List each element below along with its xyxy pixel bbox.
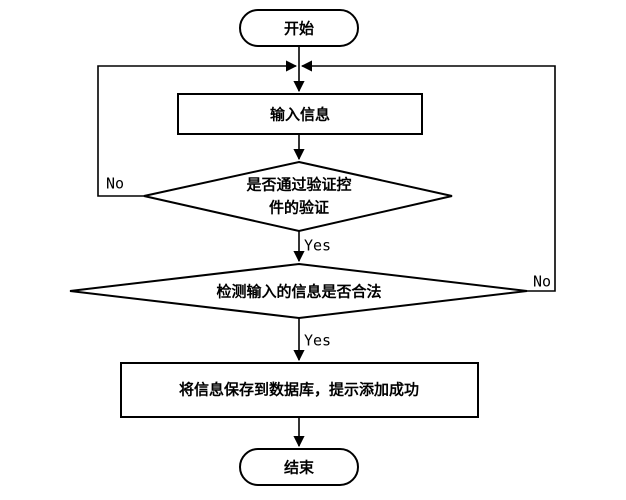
legality-yes-label: Yes — [304, 332, 331, 350]
legality-no-label: No — [533, 273, 551, 291]
validation-yes-label: Yes — [304, 237, 331, 255]
validation-decision — [143, 160, 453, 233]
validation-no-label: No — [106, 175, 124, 193]
validation-label-line1: 是否通过验证控 — [245, 176, 351, 194]
end-label: 结束 — [284, 459, 315, 477]
save-label: 将信息保存到数据库，提示添加成功 — [179, 381, 419, 399]
save-process-box — [120, 362, 479, 418]
validation-label-line2: 件的验证 — [269, 199, 329, 217]
end-terminal — [239, 448, 359, 486]
loop-legality-no — [300, 60, 556, 292]
start-label: 开始 — [284, 20, 314, 38]
loop-validation-no — [97, 60, 298, 197]
input-label: 输入信息 — [270, 106, 330, 124]
legality-label: 检测输入的信息是否合法 — [216, 283, 381, 301]
input-process-box — [177, 93, 423, 135]
